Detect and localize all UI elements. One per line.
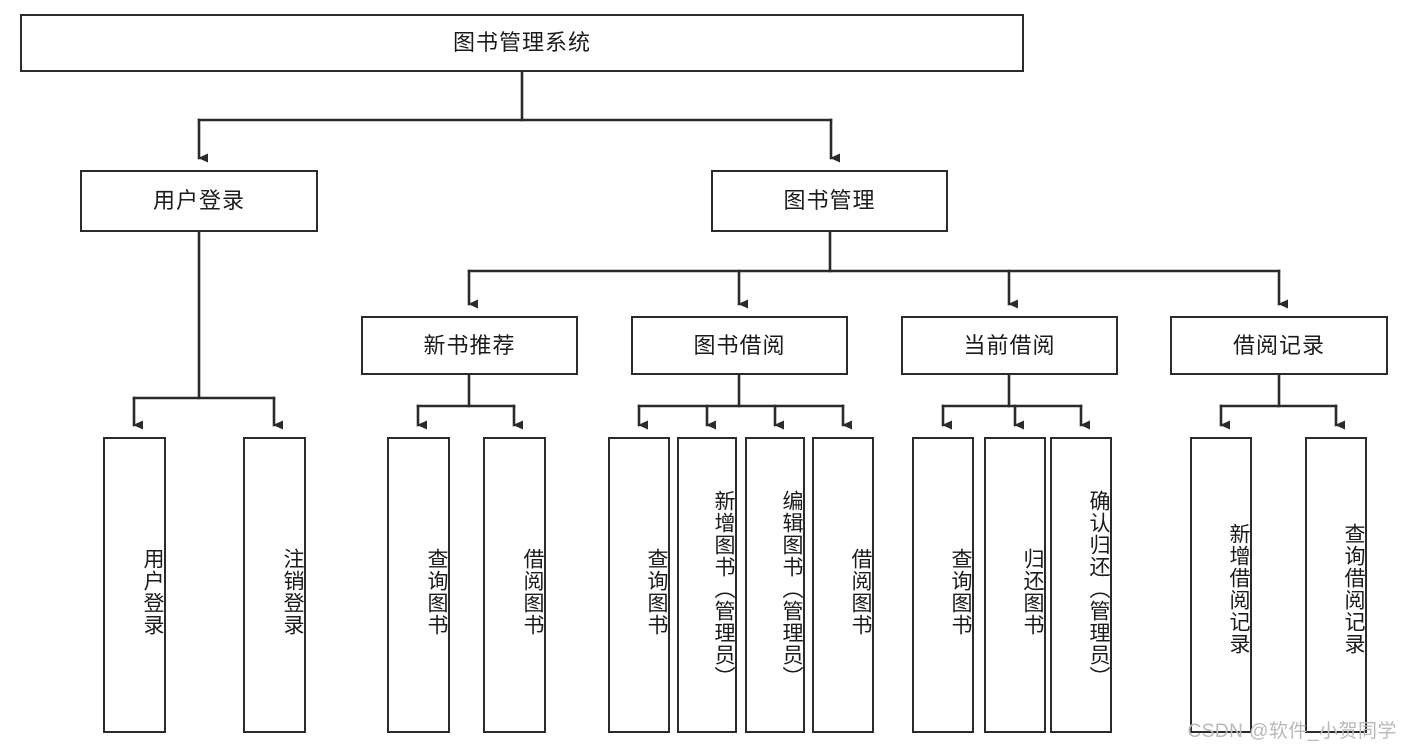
node-label: 用户登录 xyxy=(141,548,164,636)
leaf-add-borrow-record[interactable]: 新增借阅记录 xyxy=(1190,437,1252,733)
node-label: 新增图书（管理员） xyxy=(712,490,735,688)
node-book-management[interactable]: 图书管理 xyxy=(711,170,948,232)
node-user-login[interactable]: 用户登录 xyxy=(80,170,318,232)
leaf-query-book-borrow[interactable]: 查询图书 xyxy=(608,437,670,733)
node-label: 图书管理 xyxy=(783,188,876,213)
node-label: 编辑图书（管理员） xyxy=(780,490,803,688)
leaf-borrow-book-recommend[interactable]: 借阅图书 xyxy=(483,437,546,733)
node-label: 用户登录 xyxy=(152,188,245,213)
node-label: 借阅图书 xyxy=(521,548,544,636)
leaf-edit-book-admin[interactable]: 编辑图书（管理员） xyxy=(745,437,805,733)
node-label: 查询图书 xyxy=(645,548,668,636)
watermark: CSDN @软件_小贺同学 xyxy=(1187,721,1397,742)
node-label: 新书推荐 xyxy=(423,332,516,358)
node-label: 注销登录 xyxy=(281,548,304,636)
node-label: 图书借阅 xyxy=(693,332,786,358)
node-root[interactable]: 图书管理系统 xyxy=(20,14,1024,72)
leaf-logout[interactable]: 注销登录 xyxy=(243,437,306,733)
node-current-borrow[interactable]: 当前借阅 xyxy=(901,316,1118,375)
node-label: 查询图书 xyxy=(949,548,972,636)
node-label: 查询借阅记录 xyxy=(1342,523,1365,655)
node-label: 归还图书 xyxy=(1021,548,1044,636)
leaf-query-borrow-record[interactable]: 查询借阅记录 xyxy=(1305,437,1367,733)
node-new-book-recommend[interactable]: 新书推荐 xyxy=(361,316,578,375)
node-label: 借阅记录 xyxy=(1232,332,1325,358)
leaf-query-book-current[interactable]: 查询图书 xyxy=(912,437,974,733)
node-label: 查询图书 xyxy=(425,548,448,636)
node-book-borrow[interactable]: 图书借阅 xyxy=(631,316,848,375)
node-label: 借阅图书 xyxy=(849,548,872,636)
node-label: 确认归还（管理员） xyxy=(1087,490,1110,688)
node-label: 图书管理系统 xyxy=(452,30,591,55)
node-label: 当前借阅 xyxy=(963,332,1056,358)
node-label: 新增借阅记录 xyxy=(1227,523,1250,655)
leaf-user-login[interactable]: 用户登录 xyxy=(103,437,166,733)
leaf-confirm-return-admin[interactable]: 确认归还（管理员） xyxy=(1050,437,1112,733)
leaf-add-book-admin[interactable]: 新增图书（管理员） xyxy=(677,437,737,733)
leaf-borrow-book[interactable]: 借阅图书 xyxy=(812,437,874,733)
node-borrow-record[interactable]: 借阅记录 xyxy=(1170,316,1388,375)
leaf-query-book-recommend[interactable]: 查询图书 xyxy=(387,437,450,733)
leaf-return-book[interactable]: 归还图书 xyxy=(984,437,1046,733)
